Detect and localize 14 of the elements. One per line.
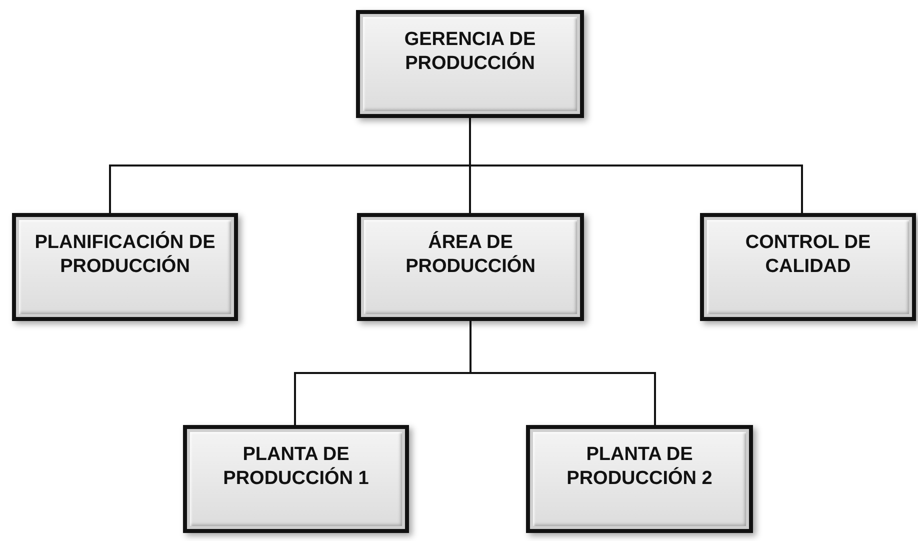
org-box <box>183 425 409 533</box>
box-label: ÁREA DE PRODUCCIÓN <box>404 231 536 279</box>
box-label: CONTROL DE CALIDAD <box>744 231 872 279</box>
connector-line <box>469 118 803 213</box>
org-box <box>12 213 238 321</box>
box-label: PLANIFICACIÓN DE PRODUCCIÓN <box>34 231 216 279</box>
org-box <box>526 425 753 533</box>
box-label: PLANTA DE PRODUCCIÓN 1 <box>222 443 370 491</box>
connector-line <box>470 321 656 425</box>
org-box <box>356 10 584 118</box>
org-box <box>700 213 916 321</box>
org-box <box>357 213 584 321</box>
box-label: GERENCIA DE PRODUCCIÓN <box>403 28 537 76</box>
box-label: PLANTA DE PRODUCCIÓN 2 <box>566 443 714 491</box>
